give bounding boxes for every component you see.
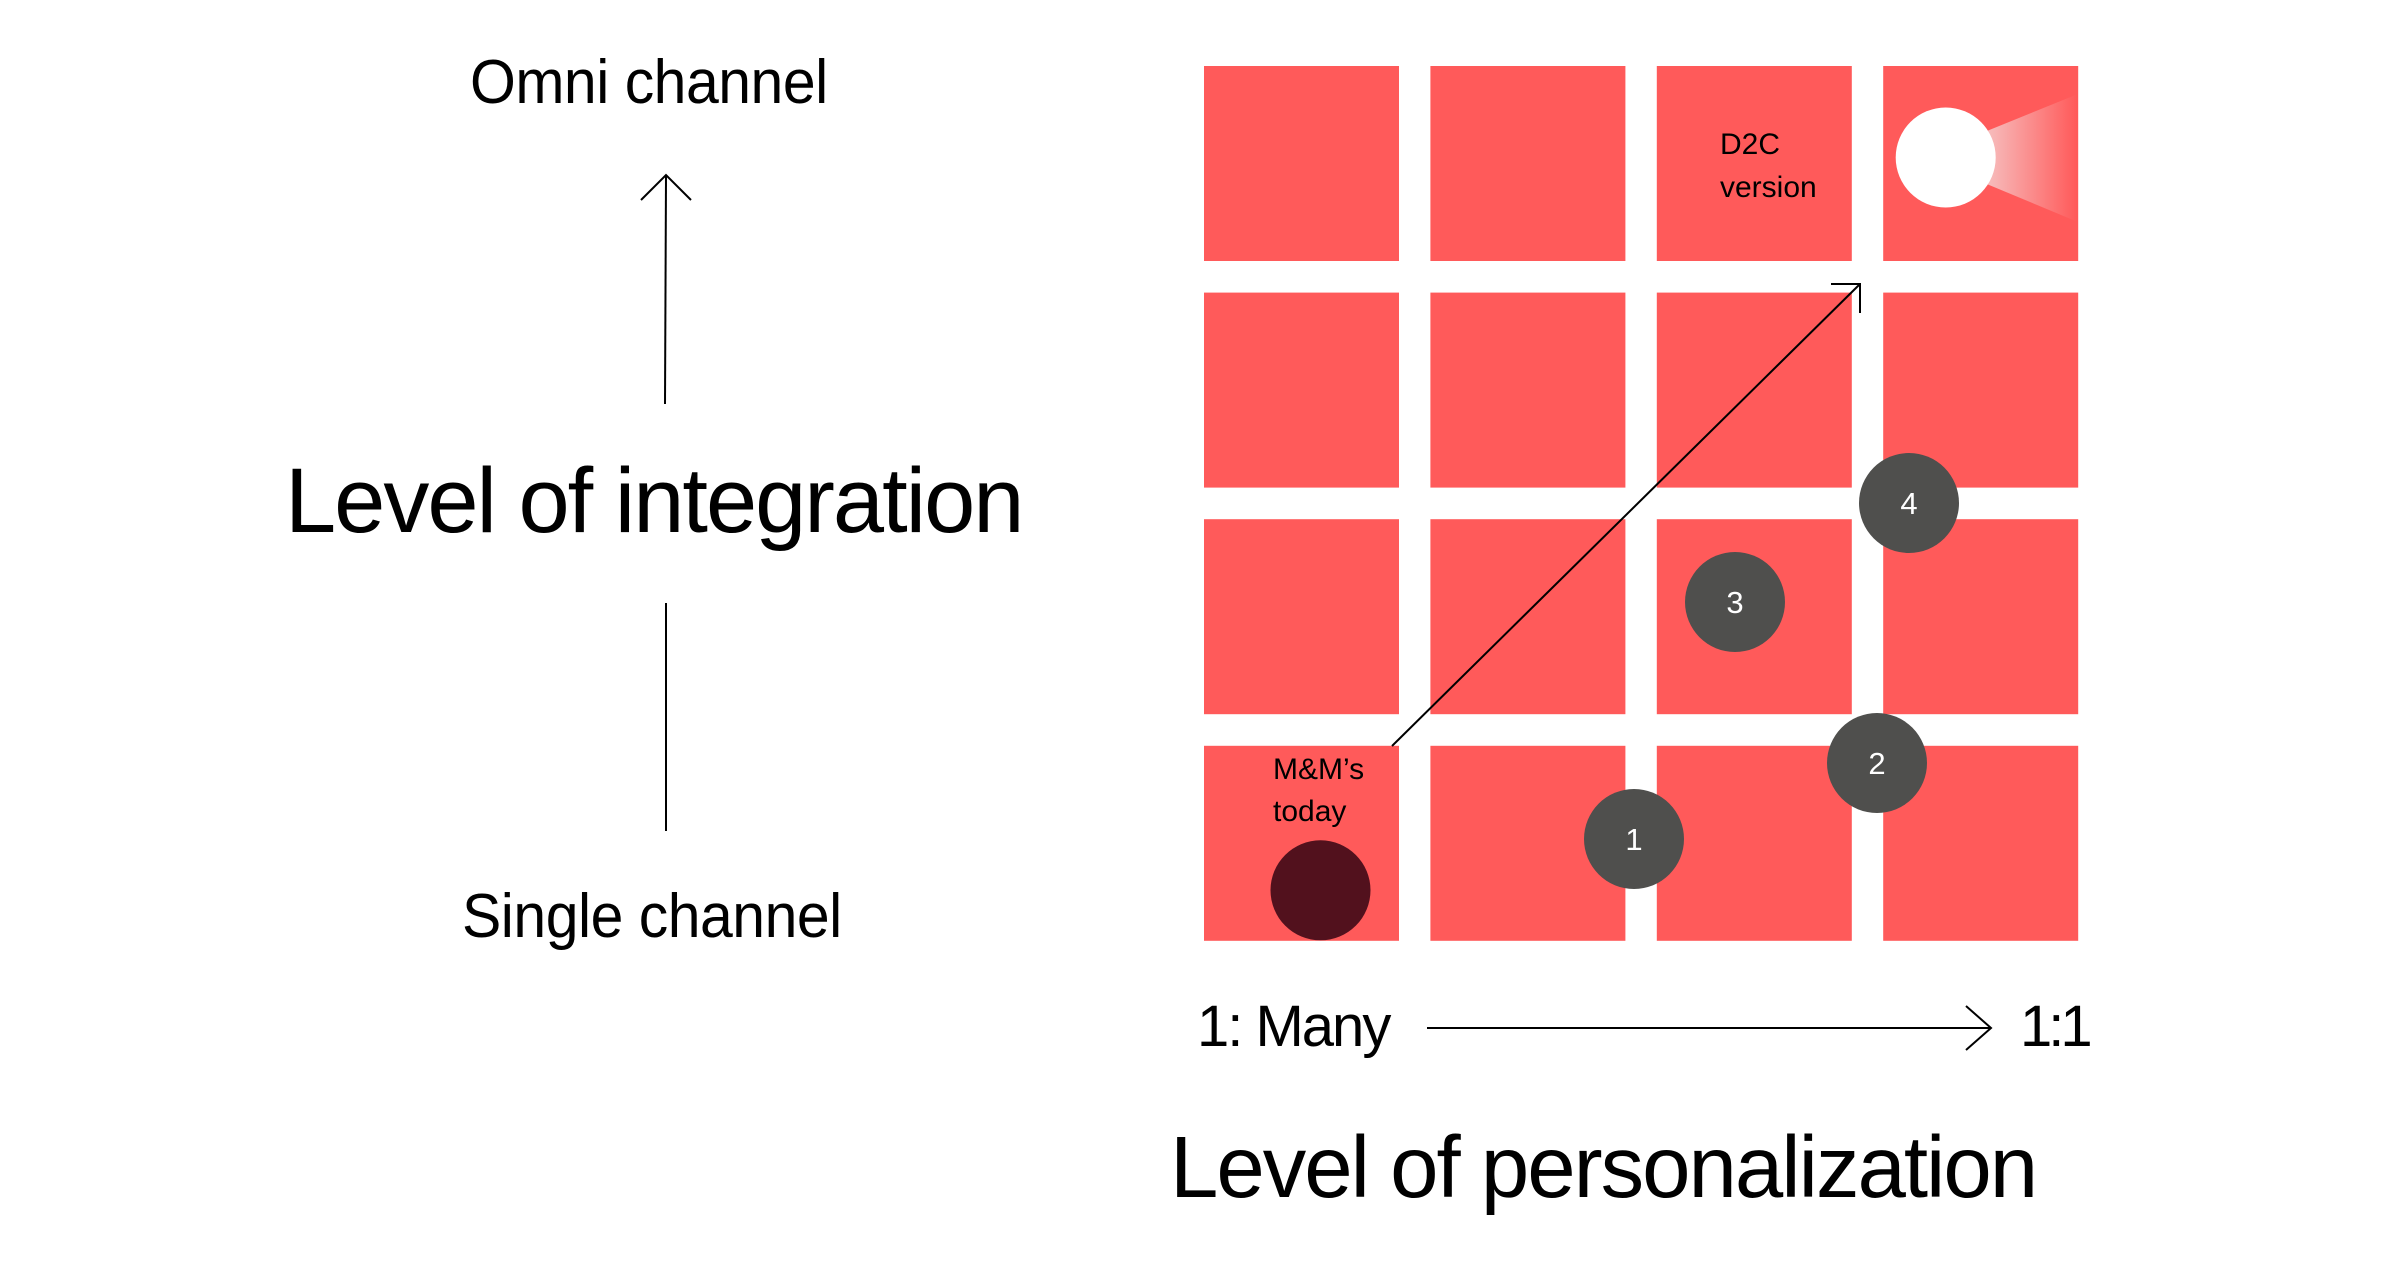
step-marker-circle: [1685, 552, 1785, 652]
y-axis-title: Level of integration: [285, 450, 1024, 552]
grid-cells: [1204, 66, 2079, 941]
grid-cell-r3-c1: [1204, 292, 1399, 488]
current-state-label-line-2: today: [1273, 795, 1346, 828]
y-axis-arrow: [640, 173, 692, 831]
y-axis-bottom-label: Single channel: [462, 882, 842, 951]
markers: 1 2 3 4: [1270, 107, 1996, 941]
arrow-up-right-icon: [1831, 283, 1861, 313]
grid-cell-r2-c1: [1204, 519, 1399, 715]
y-axis-arrow-upper-shaft: [664, 175, 667, 405]
step-marker-number: 4: [1900, 486, 1917, 521]
step-marker-circle: [1859, 453, 1959, 553]
grid-cell-r1-c3: [1656, 745, 1852, 941]
arrow-up-icon: [640, 173, 692, 201]
target-state-marker: [1895, 107, 1996, 208]
step-marker-circle: [1584, 789, 1684, 889]
grid-cell-r4-c3: [1656, 66, 1852, 261]
spotlight-cone-shape: [1980, 94, 2077, 222]
step-marker-1: 1: [1584, 789, 1684, 889]
grid-cell-r4-c1: [1204, 66, 1399, 261]
step-marker-3: 3: [1685, 552, 1785, 652]
y-axis-top-label: Omni channel: [470, 48, 828, 117]
grid-cell-r2-c2: [1430, 519, 1626, 715]
current-state-marker: [1270, 840, 1371, 941]
current-state-label-line-1: M&M’s: [1273, 753, 1364, 786]
step-marker-number: 1: [1625, 822, 1642, 857]
step-marker-2: 2: [1827, 713, 1927, 813]
step-marker-circle: [1827, 713, 1927, 813]
x-axis-right-label: 1:1: [2020, 994, 2093, 1059]
x-axis-arrow: [1427, 1005, 1993, 1051]
grid-cell-r4-c2: [1430, 66, 1626, 261]
x-axis-left-label: 1: Many: [1197, 994, 1391, 1059]
x-axis-title: Level of personalization: [1170, 1119, 2038, 1216]
step-marker-number: 2: [1868, 746, 1885, 781]
step-marker-4: 4: [1859, 453, 1959, 553]
step-marker-number: 3: [1726, 585, 1743, 620]
spotlight-cone: [1980, 94, 2077, 222]
trajectory-line: [1391, 283, 1861, 747]
trajectory-arrow: [1391, 283, 1861, 747]
arrow-right-icon: [1965, 1005, 1993, 1051]
target-state-label-line-1: D2C: [1720, 128, 1780, 161]
grid-cell-r3-c2: [1430, 292, 1626, 488]
target-state-label-line-2: version: [1720, 171, 1817, 204]
